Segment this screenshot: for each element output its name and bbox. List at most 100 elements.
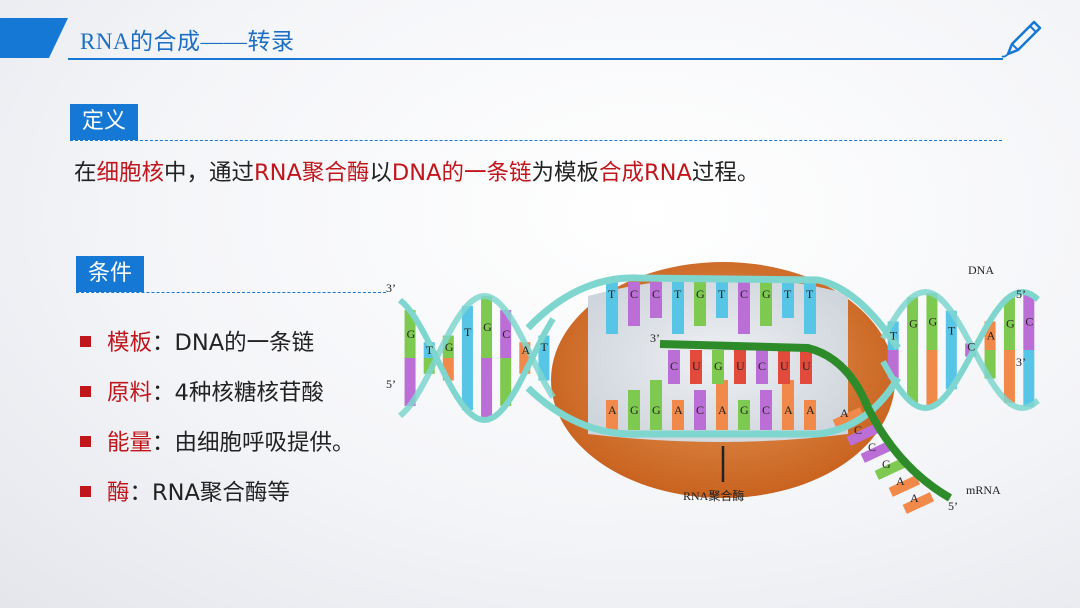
definition-segment: 以 <box>369 160 392 186</box>
left-helix-base <box>404 309 416 358</box>
bullet-square-icon <box>80 485 91 497</box>
rna-tail-base-letter: A <box>896 474 905 488</box>
coding-base <box>738 282 750 334</box>
condition-separator: ： <box>152 330 175 356</box>
right-helix-base-letter: A <box>987 329 996 343</box>
rna-base <box>712 350 724 384</box>
definition-keyword: 合成RNA <box>599 160 692 186</box>
condition-desc: RNA聚合酶等 <box>152 480 290 506</box>
template-base <box>760 390 772 430</box>
left-helix-base-letter: T <box>464 325 472 339</box>
right-helix-base-letter: C <box>1025 315 1033 329</box>
coding-base-letter: T <box>718 287 726 301</box>
left-helix-base-letter: G <box>483 320 492 334</box>
conditions-list: 模板：DNA的一条链原料：4种核糖核苷酸能量：由细胞呼吸提供。酶：RNA聚合酶等 <box>80 316 355 516</box>
coding-base-letter: T <box>674 287 682 301</box>
right-helix-base <box>907 297 919 350</box>
rna-tail-base-letter: G <box>882 457 891 471</box>
left-helix-base-pair <box>442 358 454 381</box>
template-base <box>716 380 728 430</box>
left-helix-base-pair <box>481 358 493 420</box>
right-helix-base <box>984 321 996 350</box>
definition-segment: 中，通过 <box>164 160 255 186</box>
template-base <box>672 400 684 430</box>
definition-keyword: 细胞核 <box>96 160 165 186</box>
conditions-label: 条件 <box>76 256 145 292</box>
coding-base-letter: C <box>652 287 660 301</box>
coding-base <box>782 282 794 318</box>
right-helix-base <box>1003 297 1015 350</box>
template-base <box>606 400 618 430</box>
rna-tail-end-label: 5’ <box>948 499 958 513</box>
template-base <box>628 390 640 430</box>
right-helix-base-letter: T <box>890 329 898 343</box>
definition-keyword: RNA聚合酶 <box>254 160 370 186</box>
left-helix-base <box>481 296 493 358</box>
template-base <box>694 390 706 430</box>
condition-item: 能量：由细胞呼吸提供。 <box>80 416 355 466</box>
coding-base <box>694 282 706 326</box>
template-base <box>650 380 662 430</box>
right-helix-base-pair <box>907 350 919 403</box>
condition-separator: ： <box>152 380 175 406</box>
left-helix-base-pair <box>519 358 531 374</box>
right-helix-base-pair <box>926 350 938 407</box>
right-helix-base-letter: G <box>1006 317 1015 331</box>
rna-base <box>690 350 702 384</box>
bullet-square-icon <box>80 435 91 447</box>
coding-base-letter: G <box>696 287 705 301</box>
template-base-letter: A <box>806 403 815 417</box>
right-helix-base-pair <box>1023 350 1035 407</box>
left-helix-base <box>442 335 454 358</box>
right-top-end-label: 5’ <box>1016 287 1026 301</box>
coding-base-letter: C <box>630 287 638 301</box>
rna-base <box>756 350 768 384</box>
condition-separator: ： <box>152 430 175 456</box>
template-base <box>804 400 816 430</box>
left-helix-strand-a <box>398 297 556 424</box>
left-helix-base <box>461 305 473 358</box>
right-bottom-end-label: 3’ <box>1016 355 1026 369</box>
coding-base <box>650 282 662 318</box>
dna-label: DNA <box>968 263 994 277</box>
rna-base-letter: U <box>802 359 811 373</box>
definition-segment: 为模板 <box>531 160 599 186</box>
coding-base-letter: T <box>608 287 616 301</box>
rna-base-letter: C <box>758 359 766 373</box>
template-base-letter: A <box>608 403 617 417</box>
rna-tail-base <box>832 407 865 429</box>
definition-text: 在细胞核中，通过RNA聚合酶以DNA的一条链为模板合成RNA过程。 <box>74 155 759 187</box>
right-helix-base-letter: G <box>928 315 937 329</box>
left-helix-strand-b <box>398 292 556 419</box>
template-base-letter: G <box>740 403 749 417</box>
rna-tail-base-letter: C <box>868 440 876 454</box>
bullet-square-icon <box>80 385 91 397</box>
rna-tail-base <box>888 475 921 497</box>
condition-desc: 4种核糖核苷酸 <box>174 380 324 406</box>
rna-tail-base <box>902 492 935 514</box>
rna-tail-base <box>860 441 893 463</box>
mrna-label: mRNA <box>966 483 1001 497</box>
template-base <box>782 380 794 430</box>
left-bottom-end-label: 5’ <box>386 377 396 391</box>
template-base-letter: C <box>762 403 770 417</box>
mrna-strand <box>659 340 952 502</box>
coding-base <box>716 282 728 318</box>
rna-tail-base <box>874 458 907 480</box>
left-helix-base-pair <box>461 358 473 411</box>
rna-tail-base-letter: C <box>854 423 862 437</box>
rna-tail-base <box>846 424 879 446</box>
rna-base-letter: C <box>670 359 678 373</box>
right-helix-base-pair <box>887 350 899 379</box>
rna-polymerase-label: RNA聚合酶 <box>683 488 744 503</box>
rna-tail-base-letter: A <box>910 491 919 505</box>
left-helix-base-letter: T <box>540 340 548 354</box>
template-base-letter: G <box>630 403 639 417</box>
right-helix-base-letter: T <box>948 323 956 337</box>
condition-term: 模板 <box>107 330 153 356</box>
left-helix-base-letter: G <box>407 327 416 341</box>
left-helix-base-pair <box>423 358 435 374</box>
pen-icon <box>1001 20 1042 58</box>
right-helix-base-letter: C <box>967 340 975 354</box>
